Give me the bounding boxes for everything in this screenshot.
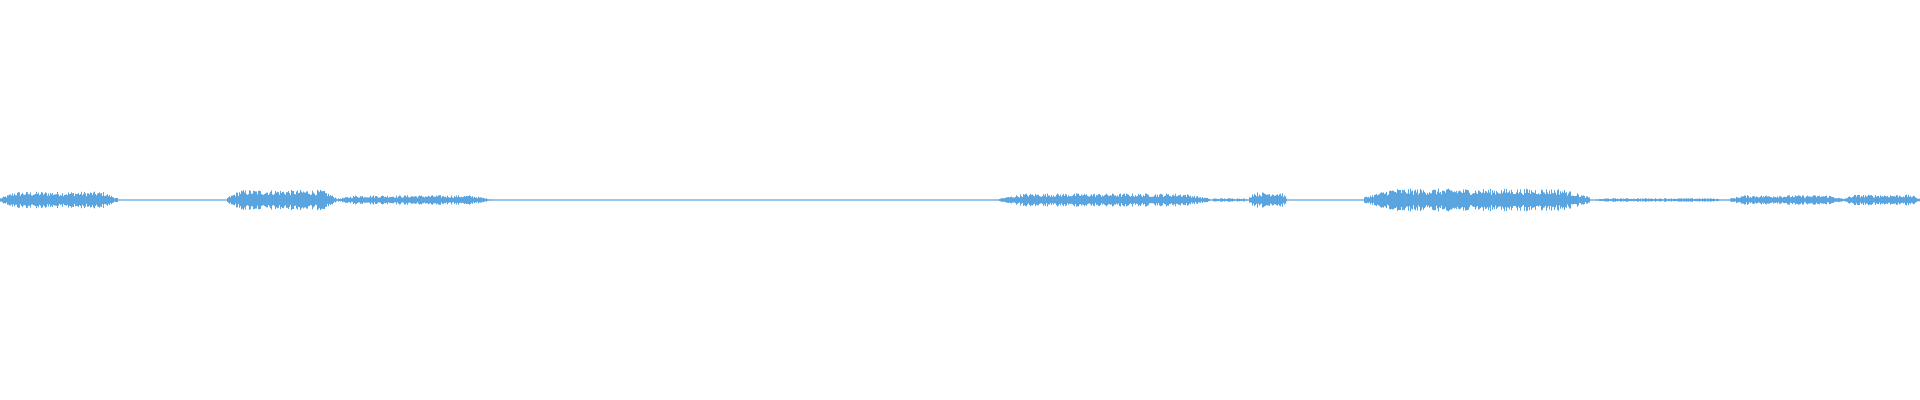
waveform-bars (0, 188, 1920, 212)
